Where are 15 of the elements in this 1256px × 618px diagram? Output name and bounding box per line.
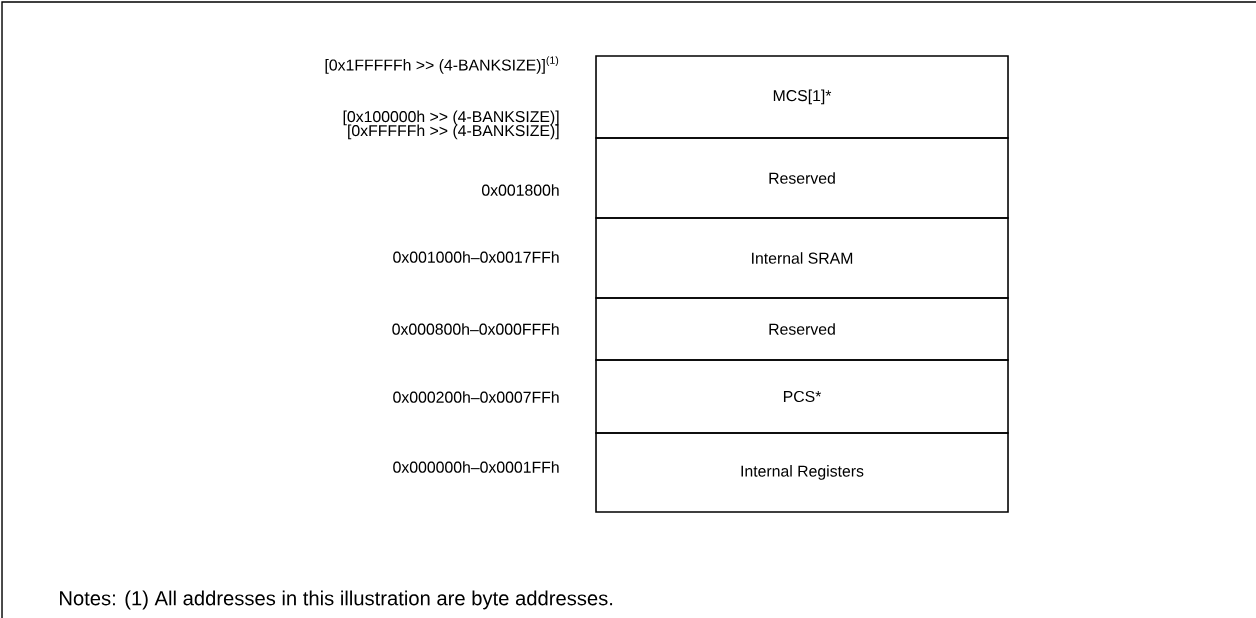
- memory-region-box: Reserved: [595, 297, 1009, 361]
- address-label: [0x100000h >> (4-BANKSIZE)]: [343, 110, 559, 126]
- note-text: Notes: (1) All addresses in this illustration are byte addresses.: [60, 590, 613, 610]
- memory-region-box: PCS*: [595, 359, 1009, 434]
- address-label: [0x1FFFFFh >> (4-BANKSIZE)]$^{(1)}$: [325, 56, 559, 74]
- memory-region-box: Reserved: [595, 137, 1009, 219]
- address-label: [0xFFFFFh >> (4-BANKSIZE)]: [348, 124, 559, 140]
- address-label: 0x001800h: [482, 184, 559, 196]
- memory-region-box: Internal SRAM: [595, 217, 1009, 299]
- address-label: 0x001000h–0x0017FFh: [393, 251, 559, 263]
- address-label: 0x000200h–0x0007FFh: [393, 391, 559, 403]
- memory-region-box: MCS[1]*: [595, 55, 1009, 139]
- address-label: 0x000800h–0x000FFFh: [392, 323, 559, 335]
- memory-region-box: Internal Registers: [595, 432, 1009, 513]
- address-label: 0x000000h–0x0001FFh: [393, 461, 559, 473]
